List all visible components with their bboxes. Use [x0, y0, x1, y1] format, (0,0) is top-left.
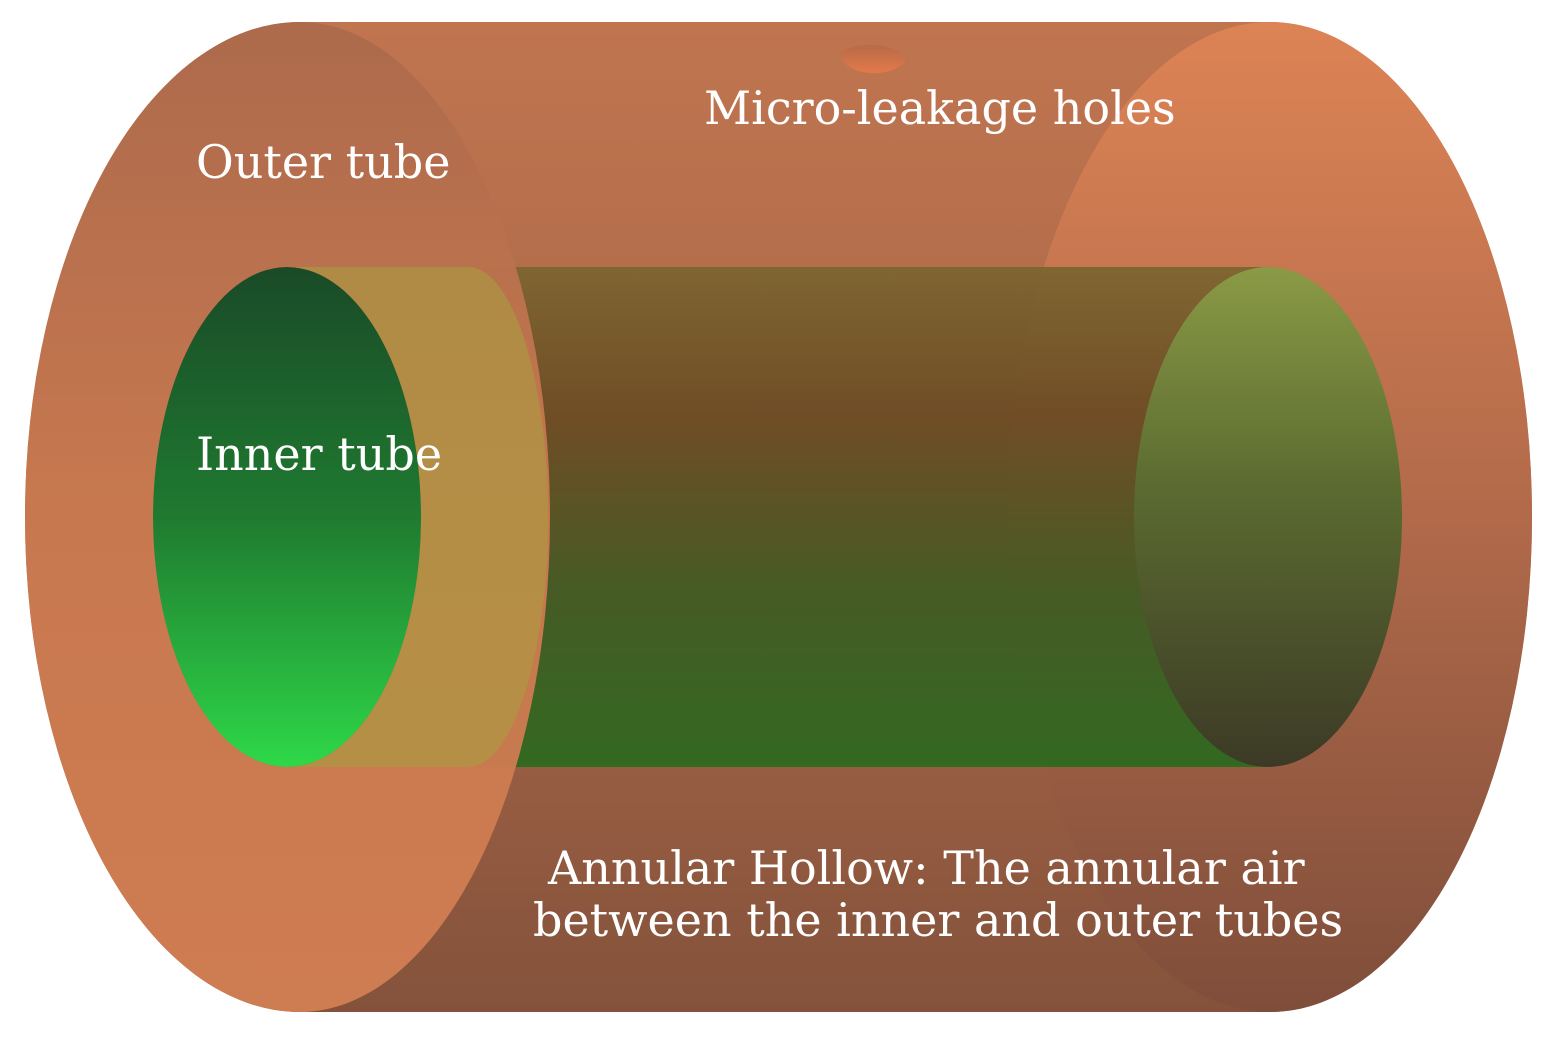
inner-tube: [153, 267, 1402, 767]
outer-left-rim-overlap: [287, 267, 549, 767]
micro-leakage-label: Micro-leakage holes: [704, 81, 1176, 135]
inner-tube-left-end: [153, 267, 421, 767]
inner-tube-label: Inner tube: [196, 427, 442, 481]
annular-hollow-label-line2: between the inner and outer tubes: [533, 893, 1343, 947]
micro-leakage-hole: [841, 45, 906, 74]
inner-tube-right-end: [1134, 267, 1402, 767]
outer-tube-label: Outer tube: [196, 135, 450, 189]
annular-hollow-label-line1: Annular Hollow: The annular air: [547, 841, 1305, 895]
